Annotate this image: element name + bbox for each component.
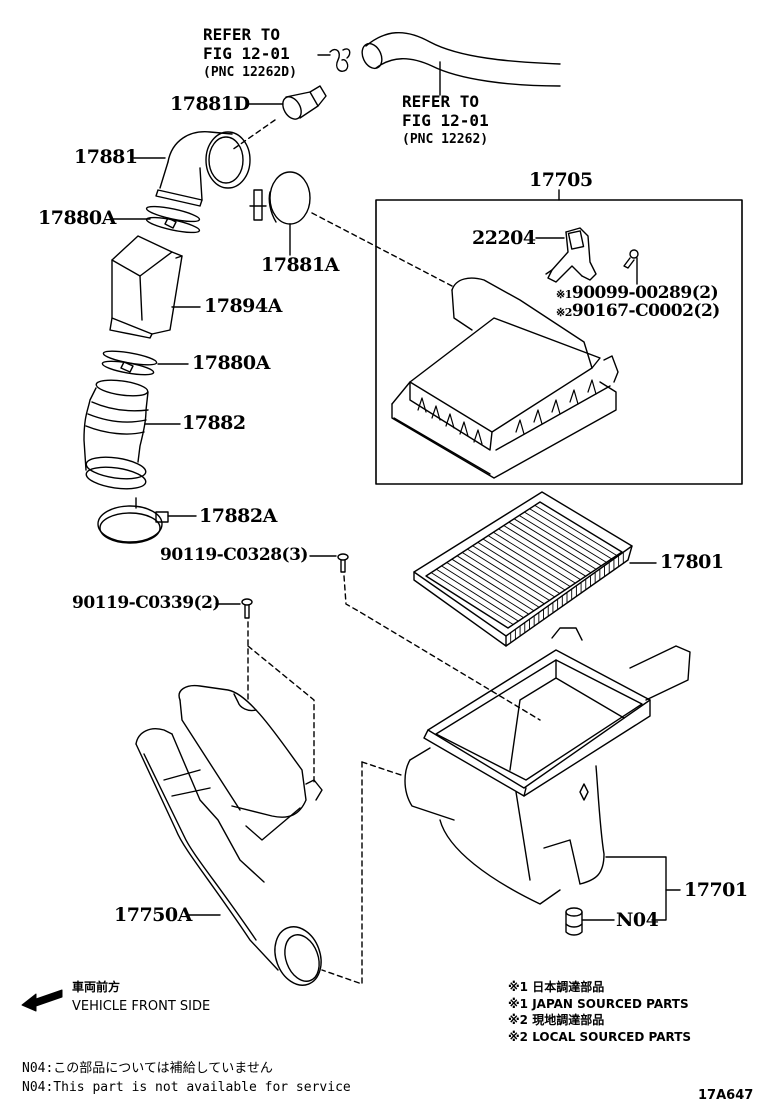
- reference-note-hose: REFER TO FIG 12-01 (PNC 12262): [402, 92, 489, 149]
- local-sourced-mark: ※2: [556, 306, 572, 319]
- reference-note-clip: REFER TO FIG 12-01 (PNC 12262D): [203, 25, 297, 82]
- filter-pleat: [435, 568, 519, 622]
- legend-text: JAPAN SOURCED PARTS: [532, 996, 689, 1011]
- legend-row: ※1 日本調達部品: [508, 979, 691, 996]
- hose-clip-icon: [329, 48, 351, 72]
- legend-row: ※2 LOCAL SOURCED PARTS: [508, 1029, 691, 1046]
- legend-text: 日本調達部品: [532, 980, 605, 994]
- part-17881-elbow-icon: [155, 131, 251, 207]
- dashed-line: [361, 761, 405, 777]
- direction-label-jp: 車両前方: [72, 980, 121, 994]
- bolt-icon: [623, 249, 639, 269]
- filter-pleat: [430, 572, 514, 625]
- part-17894A-duct-icon: [109, 235, 183, 339]
- part-label-17882[interactable]: 17882: [182, 412, 246, 434]
- bolt-part-number: 90167-C0002(2): [571, 301, 720, 321]
- filter-pleat: [461, 552, 545, 605]
- filter-pleat: [508, 521, 592, 574]
- screw-icon: [241, 598, 253, 619]
- japan-sourced-mark: ※1: [556, 288, 572, 301]
- reference-line: REFER TO: [203, 25, 281, 44]
- legend-mark: ※2: [508, 1013, 529, 1027]
- sourcing-legend: ※1 日本調達部品 ※1 JAPAN SOURCED PARTS ※2 現地調達…: [508, 979, 691, 1045]
- part-17880A-clamp-icon: [145, 205, 201, 234]
- part-label-17881A[interactable]: 17881A: [261, 254, 339, 276]
- footnote-jp: N04:この部品については補給していません: [22, 1061, 273, 1076]
- bolt-part-number: 90099-00289(2): [571, 283, 719, 303]
- part-17701-case-icon: [404, 627, 691, 905]
- part-label-bolt-local[interactable]: ※290167-C0002(2): [556, 303, 720, 320]
- part-label-17705[interactable]: 17705: [529, 169, 593, 191]
- part-label-17750A[interactable]: 17750A: [114, 904, 192, 926]
- part-label-N04[interactable]: N04: [616, 909, 659, 931]
- filter-pleat: [482, 538, 566, 591]
- legend-row: ※2 現地調達部品: [508, 1012, 691, 1029]
- filter-pleat: [441, 565, 524, 619]
- filter-pleat: [529, 508, 613, 560]
- reference-pnc: (PNC 12262D): [203, 65, 297, 80]
- dashed-line: [231, 119, 276, 151]
- part-label-screw-c0328[interactable]: 90119-C0328(3): [160, 545, 308, 565]
- footnote-en: N04:This part is not available for servi…: [22, 1080, 351, 1095]
- part-label-17801[interactable]: 17801: [660, 551, 724, 573]
- part-label-17894A[interactable]: 17894A: [204, 295, 282, 317]
- legend-text: 現地調達部品: [532, 1013, 605, 1027]
- filter-pleat: [513, 518, 597, 570]
- part-22204-sensor-icon: [545, 227, 597, 283]
- part-label-bolt-japan[interactable]: ※190099-00289(2): [556, 283, 719, 303]
- figure-id: 17A647: [698, 1088, 754, 1103]
- filter-pleat: [524, 511, 607, 563]
- filter-pleat: [477, 541, 561, 594]
- filter-pleat: [487, 535, 571, 587]
- part-label-17880A-upper[interactable]: 17880A: [38, 207, 116, 229]
- dashed-line: [321, 761, 363, 985]
- filter-pleat: [472, 545, 556, 598]
- part-label-17701[interactable]: 17701: [684, 879, 748, 901]
- filter-pleat: [534, 504, 618, 556]
- dashed-line: [343, 575, 541, 721]
- reference-pnc: (PNC 12262): [402, 132, 489, 147]
- dashed-line: [311, 212, 453, 287]
- filter-pleat: [467, 548, 550, 601]
- legend-mark: ※2: [508, 1029, 529, 1044]
- legend-row: ※1 JAPAN SOURCED PARTS: [508, 996, 691, 1013]
- filter-pleat: [456, 555, 540, 608]
- part-N04-grommet-icon: [565, 907, 583, 936]
- dashed-line: [247, 645, 315, 783]
- part-17882A-clamp-icon: [97, 497, 169, 544]
- part-label-17880A-lower[interactable]: 17880A: [192, 352, 270, 374]
- part-label-17882A[interactable]: 17882A: [199, 505, 277, 527]
- arrow-left-icon: [21, 989, 63, 1012]
- part-17881A-clamp-icon: [249, 171, 311, 225]
- legend-mark: ※1: [508, 996, 529, 1011]
- filter-pleat: [503, 525, 587, 577]
- filter-pleat: [518, 515, 602, 567]
- part-17882-hose-icon: [83, 379, 149, 490]
- part-label-17881[interactable]: 17881: [74, 146, 138, 168]
- filter-pleat: [498, 528, 581, 581]
- part-17801-filter-icon: [413, 491, 633, 647]
- part-17881D-icon: [282, 85, 327, 120]
- part-17880A-clamp-icon: [101, 350, 158, 376]
- direction-label-en: VEHICLE FRONT SIDE: [72, 999, 211, 1014]
- part-label-screw-c0339[interactable]: 90119-C0339(2): [72, 593, 220, 613]
- legend-text: LOCAL SOURCED PARTS: [532, 1029, 692, 1044]
- part-label-22204[interactable]: 22204: [472, 227, 536, 249]
- hose-icon: [361, 31, 561, 87]
- screw-icon: [337, 553, 349, 573]
- reference-line: REFER TO: [402, 92, 480, 111]
- filter-pleat: [492, 531, 576, 584]
- filter-pleat: [451, 558, 535, 612]
- reference-line: FIG 12-01: [402, 111, 489, 130]
- legend-mark: ※1: [508, 980, 529, 994]
- part-label-17881D[interactable]: 17881D: [170, 93, 250, 115]
- part-air-cleaner-cap-icon: [391, 277, 619, 479]
- bracket-line: [605, 856, 667, 921]
- filter-pleat: [446, 562, 530, 615]
- reference-line: FIG 12-01: [203, 44, 290, 63]
- part-17750A-snorkel-icon: [135, 684, 323, 986]
